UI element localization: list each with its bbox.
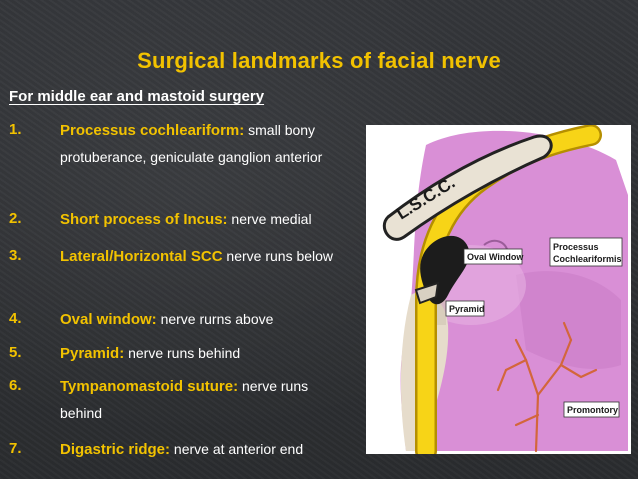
item-number: 6. (9, 377, 22, 394)
processus-label-line1: Processus (553, 242, 599, 252)
item-term: Lateral/Horizontal SCC (60, 248, 223, 265)
item-description: small bony protuberance, geniculate gang… (60, 122, 323, 165)
list-item: 5. Pyramid: nerve runs behind (9, 340, 354, 367)
promontory-label: Promontory (567, 405, 618, 415)
slide-subtitle: For middle ear and mastoid surgery (9, 88, 265, 105)
item-number: 5. (9, 344, 22, 361)
lscc-bone (382, 134, 553, 241)
item-term: Tympanomastoid suture: (60, 378, 239, 395)
item-number: 4. (9, 310, 22, 327)
pyramid-label: Pyramid (449, 304, 485, 314)
facial-nerve-illustration: L.S.C.C. Oval Window Processus Coch (366, 125, 631, 454)
item-term: Short process of Incus: (60, 211, 228, 228)
list-item: 7. Digastric ridge: nerve at anterior en… (9, 436, 354, 463)
processus-label-line2: Cochleariformis (553, 254, 622, 264)
item-description: nerve runs below (222, 248, 334, 264)
item-term: Pyramid: (60, 345, 125, 362)
item-number: 7. (9, 440, 22, 457)
item-description: nerve medial (227, 211, 312, 227)
oval-window-label: Oval Window (467, 252, 524, 262)
item-term: Processus cochleariform: (60, 122, 245, 139)
item-number: 3. (9, 247, 22, 264)
list-item: 3. Lateral/Horizontal SCC nerve runs bel… (9, 243, 339, 270)
item-term: Digastric ridge: (60, 441, 171, 458)
item-number: 2. (9, 210, 22, 227)
item-description: nerve runs behind (60, 378, 309, 421)
item-term: Oval window: (60, 311, 157, 328)
list-item: 4. Oval window: nerve rurns above (9, 306, 354, 333)
list-item: 2. Short process of Incus: nerve medial (9, 206, 354, 233)
list-item: 1. Processus cochleariform: small bony p… (9, 117, 354, 170)
item-description: nerve at anterior end (170, 441, 304, 457)
item-description: nerve rurns above (156, 311, 274, 327)
slide-title: Surgical landmarks of facial nerve (137, 48, 501, 73)
item-number: 1. (9, 121, 22, 138)
list-item: 6. Tympanomastoid suture: nerve runs beh… (9, 373, 349, 426)
pyramid-shape (414, 281, 440, 305)
illustration-svg: L.S.C.C. Oval Window Processus Coch (382, 125, 628, 454)
item-description: nerve runs behind (124, 345, 241, 361)
promontory-vessels (496, 321, 598, 453)
